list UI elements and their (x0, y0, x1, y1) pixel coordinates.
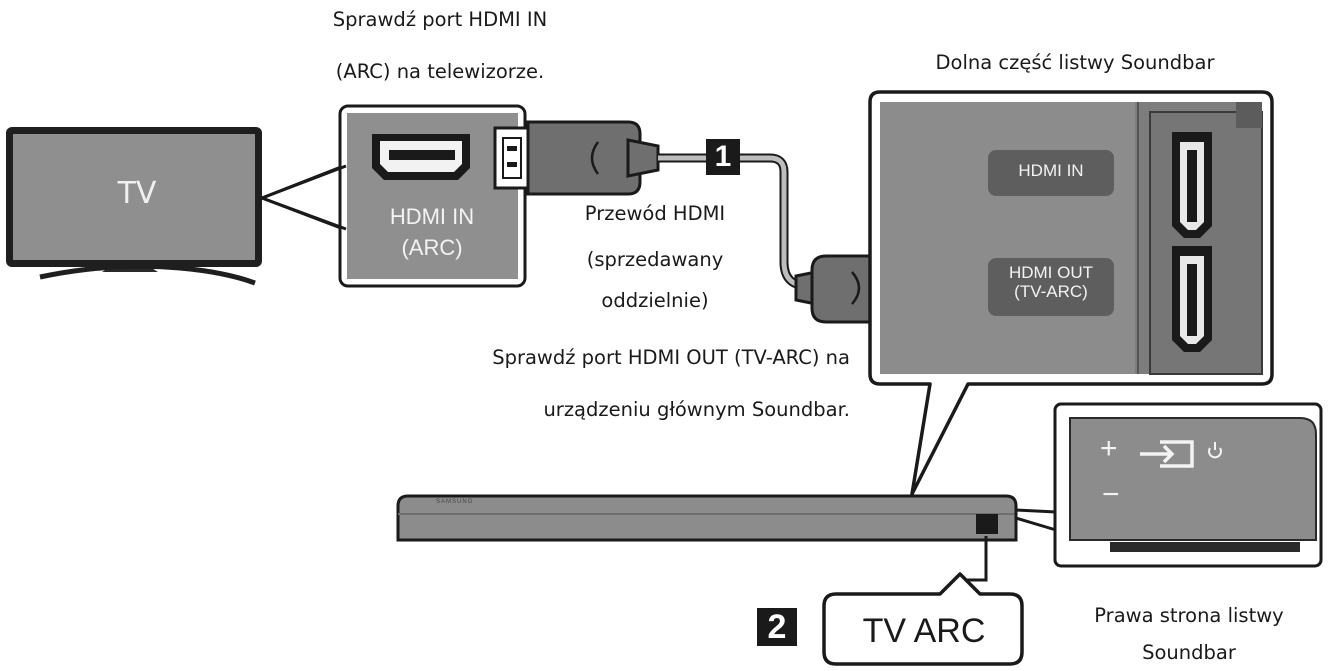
cable-note-line1: Przewód HDMI (584, 202, 726, 225)
soundbar-bottom-title: Dolna część listwy Soundbar (935, 51, 1215, 74)
soundbar-hdmi-out-label-line1: HDMI OUT (1008, 263, 1094, 282)
right-side-note-line1: Prawa strona listwy (1094, 604, 1284, 627)
power-icon (1208, 447, 1222, 459)
soundbar-bottom-inset (868, 90, 1274, 496)
tv-illustration (6, 127, 262, 286)
volume-minus-button: − (1102, 478, 1120, 511)
volume-plus-button: + (1100, 432, 1118, 465)
step-1-badge: 1 (706, 139, 740, 175)
right-side-note-line2: Soundbar (1142, 641, 1236, 664)
soundbar-hdmi-in-label: HDMI IN (1018, 161, 1084, 180)
cable-note-line3: oddzielnie) (601, 289, 709, 312)
check-tv-port-note-line2: (ARC) na telewizorze. (335, 60, 545, 83)
cable-note-line2: (sprzedawany (586, 248, 724, 271)
tv-label: TV (117, 176, 157, 211)
step-2-badge: 2 (757, 608, 797, 646)
tv-arc-display-text: TV ARC (862, 612, 986, 650)
tv-port-inset (338, 104, 527, 288)
soundbar-unit (396, 494, 1018, 542)
soundbar-logo: SAMSUNG (436, 499, 474, 505)
check-soundbar-port-line1: Sprawdź port HDMI OUT (TV-ARC) na (492, 346, 850, 369)
tv-port-label-line2: (ARC) (401, 235, 463, 260)
tv-arc-callout (822, 536, 1024, 666)
soundbar-right-inset (1053, 402, 1323, 568)
check-tv-port-note-line1: Sprawdź port HDMI IN (332, 8, 548, 31)
check-soundbar-port-line2: urządzeniu głównym Soundbar. (543, 398, 850, 421)
hdmi-plug-tv (493, 120, 660, 196)
soundbar-hdmi-out-label-line2: (TV-ARC) (1014, 282, 1088, 301)
tv-port-label-line1: HDMI IN (389, 204, 475, 229)
